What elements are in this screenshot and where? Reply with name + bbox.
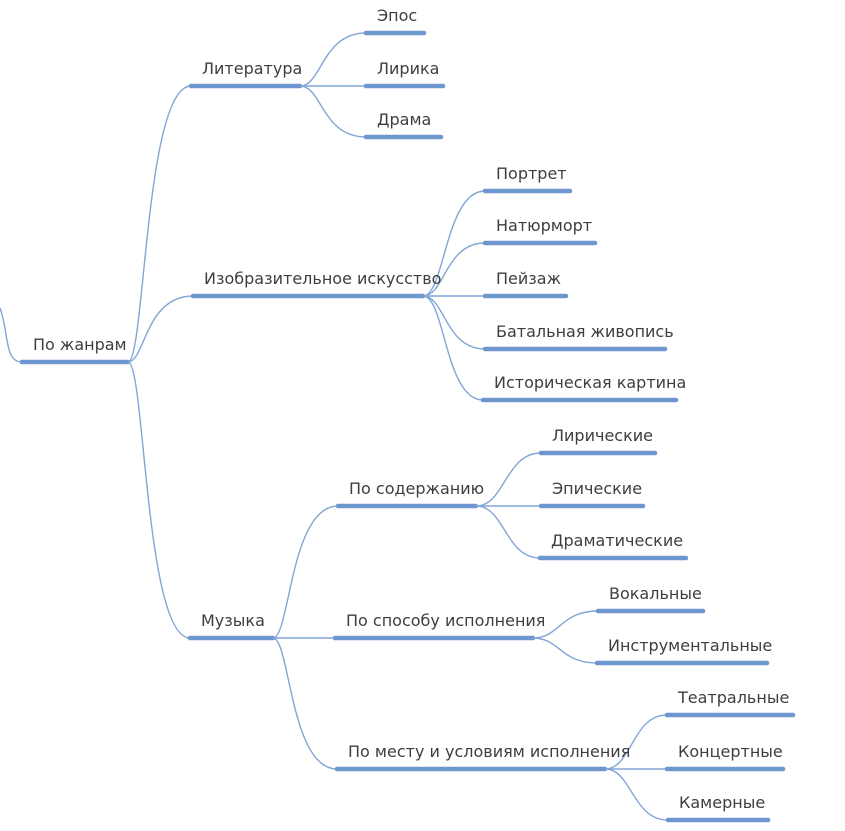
node-label-epos[interactable]: Эпос [377,6,418,25]
node-label-peyzazh[interactable]: Пейзаж [496,269,561,288]
node-label-liricheskie[interactable]: Лирические [552,426,653,445]
connector-literatura-drama [299,85,367,138]
node-label-literatura[interactable]: Литература [202,59,303,78]
connector-izobrazitelnoe-iskusstvo-istoricheskaya-kartina [422,295,484,401]
connector-root-tail [0,307,23,363]
node-label-instrumentalnye[interactable]: Инструментальные [608,636,773,655]
node-label-kontsertnye[interactable]: Концертные [678,742,783,761]
connector-po-soderzhaniyu-dramaticheskie [475,505,541,559]
node-label-izobrazitelnoe-iskusstvo[interactable]: Изобразительное искусство [204,269,442,288]
node-label-batalnaya-zhivopis[interactable]: Батальная живопись [496,322,674,341]
connector-po-zhanram-izobrazitelnoe-iskusstvo [127,295,194,363]
node-label-po-zhanram[interactable]: По жанрам [33,335,127,354]
connector-po-zhanram-muzyka [127,361,191,639]
connector-izobrazitelnoe-iskusstvo-batalnaya-zhivopis [422,295,486,350]
node-label-vokalnye[interactable]: Вокальные [609,584,702,603]
node-label-epicheskie[interactable]: Эпические [552,479,643,498]
connector-izobrazitelnoe-iskusstvo-natyurmort [422,242,486,297]
connector-po-mestu-i-usloviyam-ispolneniya-kamernye [604,768,669,821]
connector-literatura-epos [299,32,367,87]
connector-izobrazitelnoe-iskusstvo-portret [422,190,486,297]
connector-muzyka-po-soderzhaniyu [272,505,339,639]
node-label-teatralnye[interactable]: Театральные [678,688,790,707]
connector-po-zhanram-literatura [127,85,192,363]
connector-po-sposobu-ispolneniya-vokalnye [532,610,599,639]
node-label-po-soderzhaniyu[interactable]: По содержанию [349,479,485,498]
node-label-kamernye[interactable]: Камерные [679,793,766,812]
node-label-dramaticheskie[interactable]: Драматические [551,531,684,550]
connector-po-sposobu-ispolneniya-instrumentalnye [532,637,598,664]
node-label-drama[interactable]: Драма [377,110,432,129]
connector-po-soderzhaniyu-liricheskie [475,452,542,507]
node-label-portret[interactable]: Портрет [496,164,567,183]
node-label-natyurmort[interactable]: Натюрморт [496,216,593,235]
connector-po-mestu-i-usloviyam-ispolneniya-teatralnye [604,714,668,770]
node-label-po-sposobu-ispolneniya[interactable]: По способу исполнения [346,611,546,630]
connector-muzyka-po-mestu-i-usloviyam-ispolneniya [272,637,338,770]
node-label-po-mestu-i-usloviyam-ispolneniya[interactable]: По месту и условиям исполнения [348,742,631,761]
node-label-lirika[interactable]: Лирика [377,59,440,78]
node-label-muzyka[interactable]: Музыка [201,611,265,630]
node-label-istoricheskaya-kartina[interactable]: Историческая картина [494,373,687,392]
